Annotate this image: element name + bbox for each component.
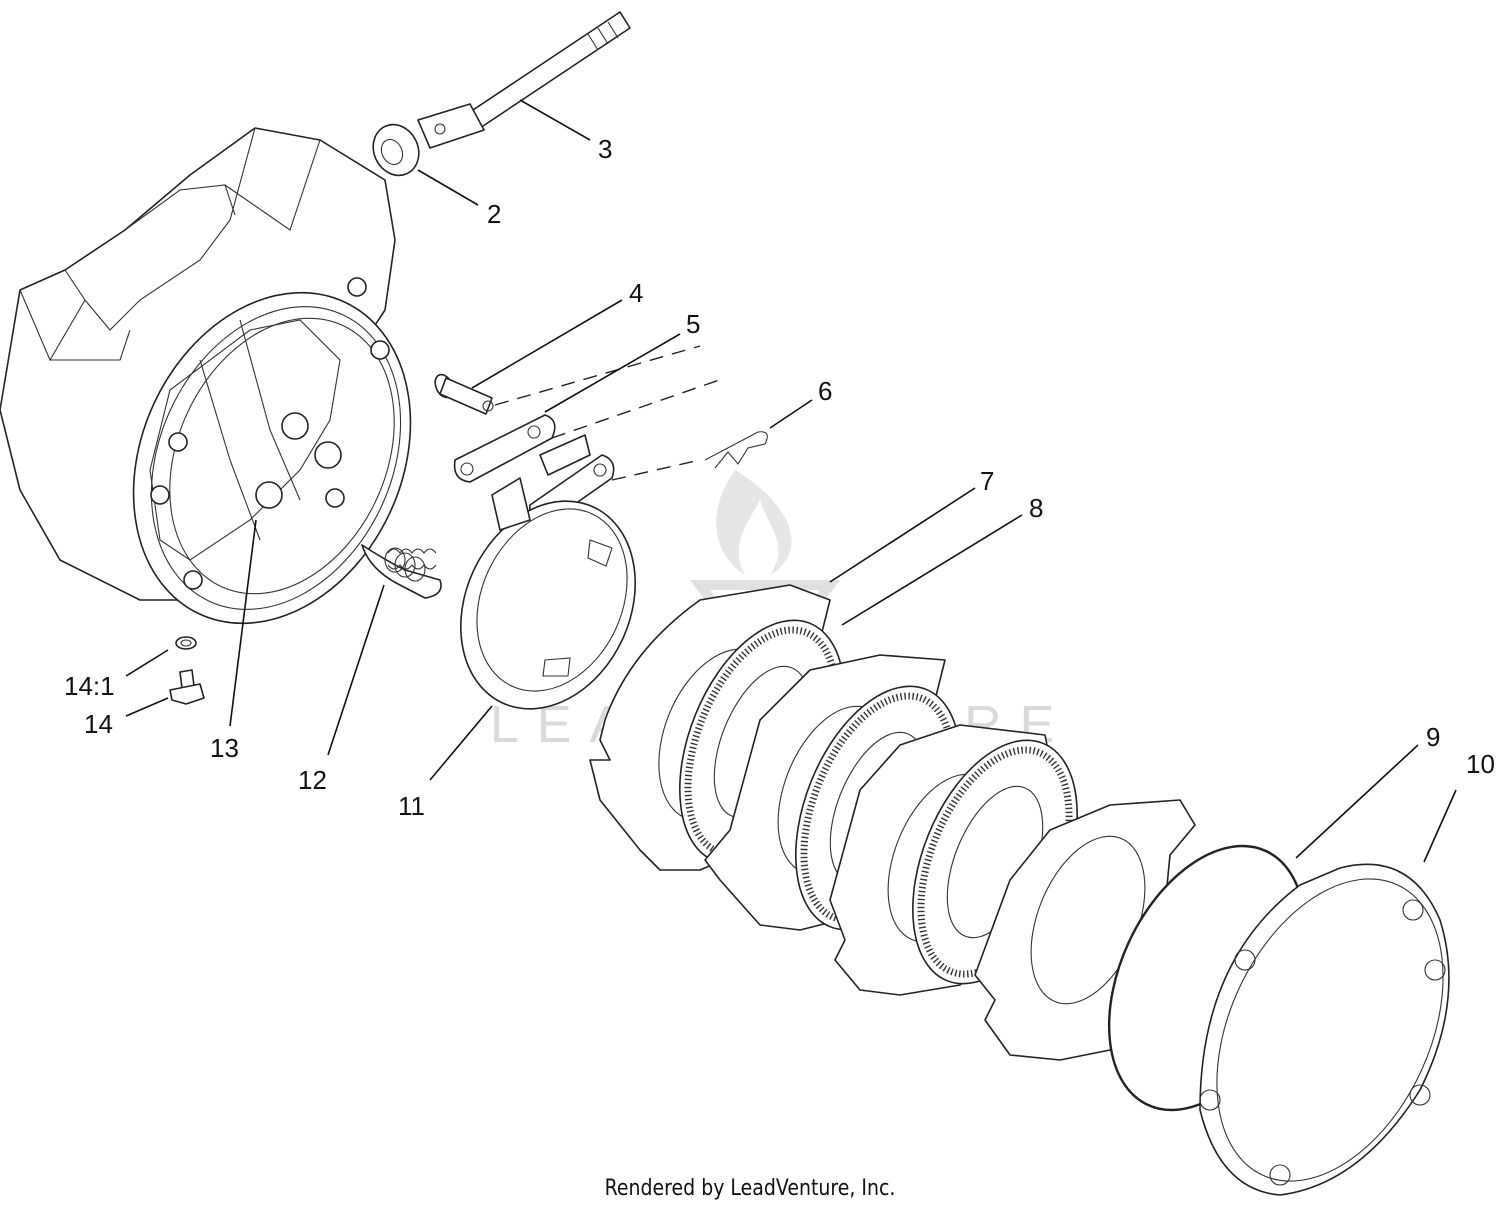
washer — [372, 123, 420, 177]
callout-12: 12 — [298, 765, 327, 795]
callout-10: 10 — [1466, 749, 1495, 779]
callout-4: 4 — [629, 278, 643, 308]
callout-5: 5 — [686, 309, 700, 339]
callout-2: 2 — [487, 199, 501, 229]
callout-7: 7 — [980, 466, 994, 496]
render-credit: Rendered by LeadVenture, Inc. — [604, 1176, 896, 1201]
callout-11: 11 — [398, 791, 425, 821]
assembly-lines — [494, 345, 726, 481]
callout-9: 9 — [1426, 722, 1440, 752]
sealing-washer — [175, 636, 197, 650]
callout-14-1: 14:1 — [64, 671, 115, 701]
clevis-pin — [434, 373, 494, 415]
callout-14: 14 — [84, 709, 113, 739]
hairpin-clip — [704, 431, 768, 469]
brake-cover — [1199, 863, 1450, 1196]
brake-shaft — [417, 11, 631, 149]
callout-8: 8 — [1029, 493, 1043, 523]
actuator-ring — [459, 477, 637, 710]
return-spring — [361, 544, 442, 599]
bleeder-fitting — [169, 669, 205, 705]
callout-labels: 2 3 4 5 6 7 8 9 10 11 12 13 14:1 14 — [64, 134, 1495, 821]
callout-3: 3 — [598, 134, 612, 164]
callout-13: 13 — [210, 733, 239, 763]
leader-lines — [125, 99, 1457, 863]
callout-6: 6 — [818, 376, 832, 406]
brake-housing — [0, 127, 412, 625]
